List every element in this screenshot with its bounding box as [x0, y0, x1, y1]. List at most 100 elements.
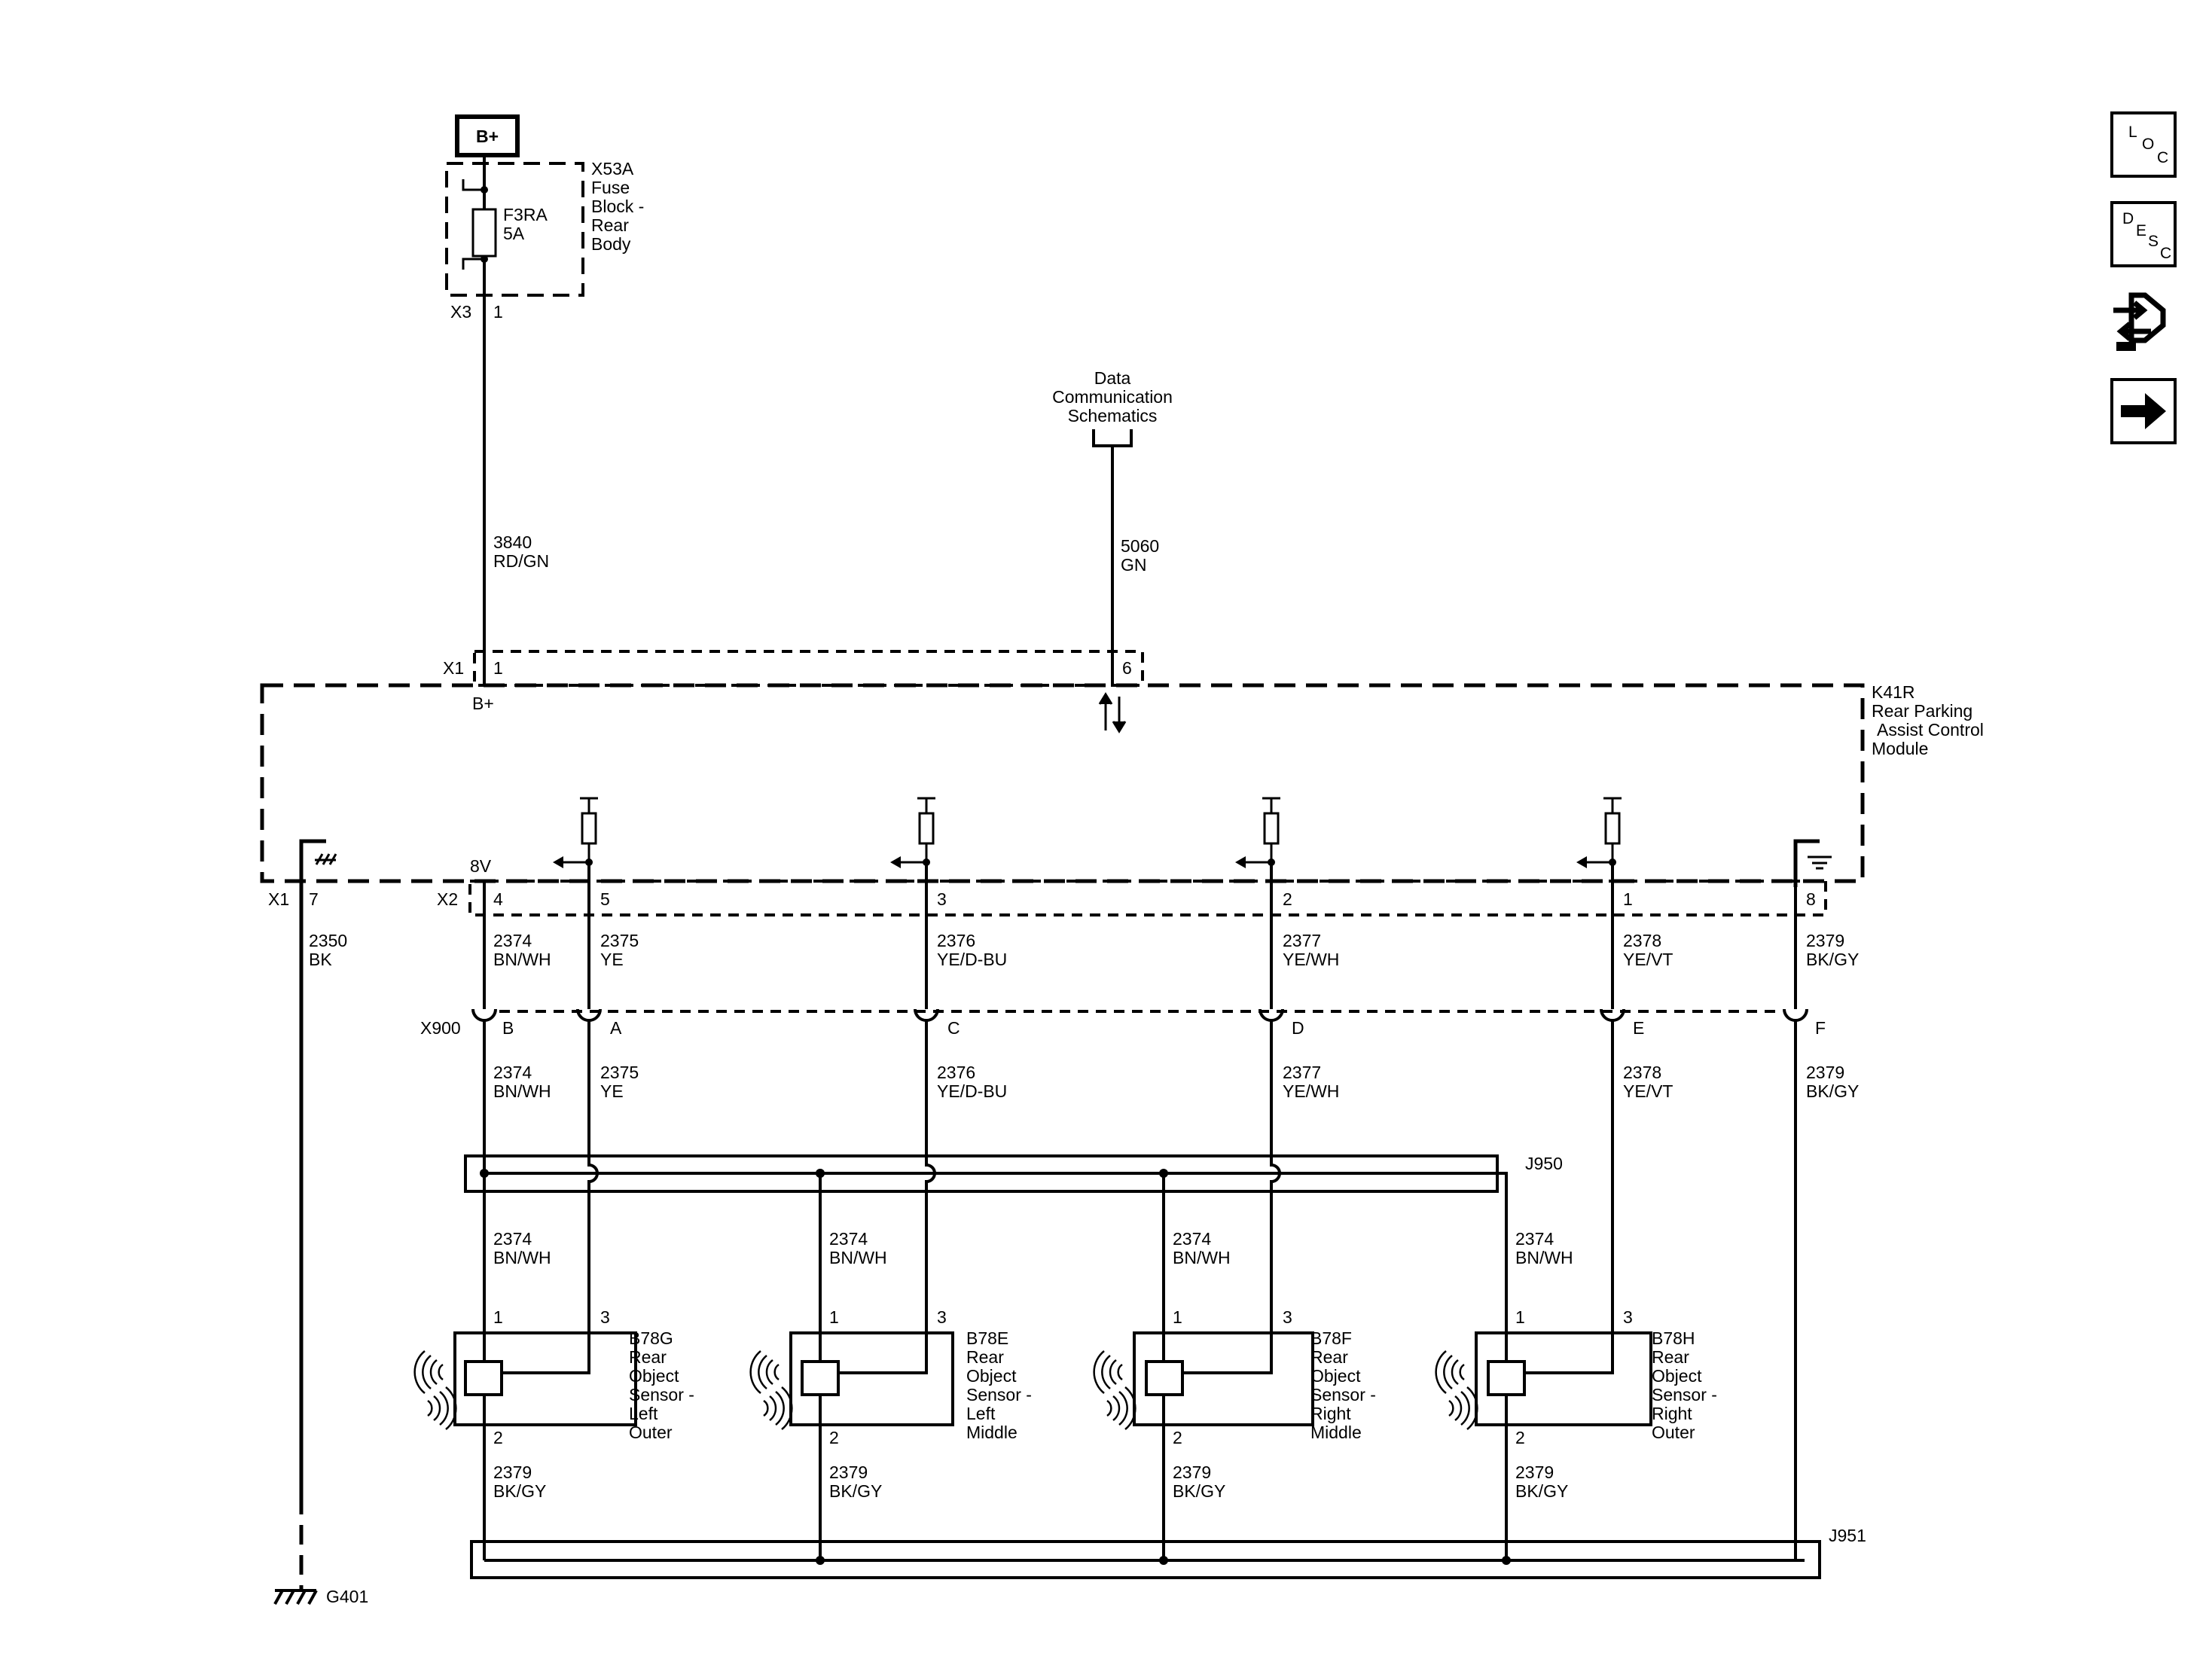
ground-g401-label: G401	[326, 1587, 368, 1606]
wire-2379-color-s2: BK/GY	[829, 1481, 882, 1501]
sensor4-label-5: Right	[1652, 1404, 1692, 1423]
x900-pin-b: B	[502, 1018, 514, 1038]
sensor1-label-2: Rear	[629, 1347, 667, 1367]
fuse-name: F3RA	[503, 205, 548, 224]
wire-2350-color: BK	[309, 950, 332, 969]
description-button[interactable]: D E S C	[2110, 201, 2177, 267]
splice-j951-label: J951	[1829, 1526, 1866, 1545]
x1-pin-1: 1	[493, 658, 503, 678]
sensor1-pin3: 3	[600, 1307, 610, 1327]
desc-letter-c: C	[2160, 245, 2172, 262]
desc-letter-s: S	[2148, 233, 2159, 250]
x1-label-bottom: X1	[268, 889, 289, 909]
wire-2377-color-b: YE/WH	[1283, 1081, 1339, 1101]
fuse-f3ra	[471, 208, 497, 258]
module-name-3: Assist Control	[1877, 720, 1984, 740]
x2-label: X2	[437, 889, 458, 909]
sensor2-label-2: Rear	[966, 1347, 1004, 1367]
component-connector-icon[interactable]	[2109, 288, 2178, 357]
ground-g401-icon	[273, 1589, 318, 1605]
battery-label: B+	[476, 127, 499, 146]
fuse-connector-label: X3	[450, 302, 471, 322]
sensor2-pin2: 2	[829, 1428, 839, 1447]
sensor2-pin1: 1	[829, 1307, 839, 1327]
wire-2379-number-s4: 2379	[1515, 1462, 1554, 1482]
battery-b-plus-box	[455, 114, 520, 157]
wire-2379-number-b: 2379	[1806, 1063, 1844, 1082]
wire-2379-color-s3: BK/GY	[1173, 1481, 1225, 1501]
wire-2379-color-a: BK/GY	[1806, 950, 1859, 969]
wire-2374-number-s2: 2374	[829, 1229, 868, 1249]
x2-pin-8: 8	[1806, 889, 1816, 909]
sensor1-label-5: Left	[629, 1404, 658, 1423]
x1-pin-7: 7	[309, 889, 319, 909]
wire-2374-number-s3: 2374	[1173, 1229, 1211, 1249]
wire-5060-number: 5060	[1121, 536, 1159, 556]
next-page-arrow-icon	[2121, 393, 2166, 429]
wire-2377-number-a: 2377	[1283, 931, 1321, 950]
module-name-2: Rear Parking	[1872, 701, 1972, 721]
loc-letter-o: O	[2142, 136, 2155, 153]
wire-2376-number-a: 2376	[937, 931, 975, 950]
wire-2378-color-b: YE/VT	[1623, 1081, 1673, 1101]
data-comm-label-3: Schematics	[1068, 406, 1158, 425]
sensor1-pin1: 1	[493, 1307, 503, 1327]
sensor3-label-5: Right	[1310, 1404, 1351, 1423]
wire-2374-color-s3: BN/WH	[1173, 1248, 1231, 1267]
x2-pin-5: 5	[600, 889, 610, 909]
wire-2375-number-b: 2375	[600, 1063, 639, 1082]
wire-2374-number-s1: 2374	[493, 1229, 532, 1249]
data-comm-label-2: Communication	[1052, 387, 1173, 407]
signal-pullups	[553, 797, 1622, 868]
x2-pin-4: 4	[493, 889, 503, 909]
module-name-4: Module	[1872, 739, 1928, 758]
loc-letter-c: C	[2157, 149, 2169, 166]
desc-letter-e: E	[2136, 222, 2147, 239]
wire-2376-number-b: 2376	[937, 1063, 975, 1082]
wire-2374-number-b: 2374	[493, 1063, 532, 1082]
wire-2377-color-a: YE/WH	[1283, 950, 1339, 969]
sensor4-label-3: Object	[1652, 1366, 1702, 1386]
wire-2374-color-s1: BN/WH	[493, 1248, 551, 1267]
v8-label: 8V	[470, 856, 492, 876]
wire-2378-color-a: YE/VT	[1623, 950, 1673, 969]
data-comm-label-1: Data	[1094, 368, 1131, 388]
wire-2374-color-s4: BN/WH	[1515, 1248, 1573, 1267]
wire-2375-number-a: 2375	[600, 931, 639, 950]
wire-3840-number: 3840	[493, 532, 532, 552]
sensor3-label-4: Sensor -	[1310, 1385, 1376, 1404]
wire-2379-number-s1: 2379	[493, 1462, 532, 1482]
sensor2-pin3: 3	[937, 1307, 947, 1327]
sensor3-pin3: 3	[1283, 1307, 1292, 1327]
sensor4-label-1: B78H	[1652, 1328, 1695, 1348]
sensor4-label-2: Rear	[1652, 1347, 1689, 1367]
sensor3-pin1: 1	[1173, 1307, 1182, 1327]
fuse-block-label-5: Body	[591, 234, 631, 254]
sensor1-pin2: 2	[493, 1428, 503, 1447]
x900-pin-a: A	[610, 1018, 622, 1038]
sensor4-label-4: Sensor -	[1652, 1385, 1717, 1404]
sensor3-label-6: Middle	[1310, 1423, 1362, 1442]
wire-2374-color-s2: BN/WH	[829, 1248, 887, 1267]
sensor1-label-4: Sensor -	[629, 1385, 694, 1404]
fuse-block-outline	[445, 162, 584, 297]
sensor2-label-3: Object	[966, 1366, 1017, 1386]
x2-pin-3: 3	[937, 889, 947, 909]
wire-2378-number-b: 2378	[1623, 1063, 1661, 1082]
x900-pin-e: E	[1633, 1018, 1644, 1038]
sensor2-label-5: Left	[966, 1404, 996, 1423]
fuse-pin-label: 1	[493, 302, 503, 322]
wires-x2-to-x900	[483, 862, 1797, 1009]
module-k41r-outline	[260, 683, 1865, 883]
sensor1-label-1: B78G	[629, 1328, 673, 1348]
wire-2379-number-s2: 2379	[829, 1462, 868, 1482]
location-button[interactable]: L O C	[2110, 111, 2177, 178]
sensor1-label-3: Object	[629, 1366, 679, 1386]
sensor3-pin2: 2	[1173, 1428, 1182, 1447]
wire-2379-color-s4: BK/GY	[1515, 1481, 1568, 1501]
connector-x1-outline	[473, 650, 1144, 687]
next-page-button[interactable]	[2110, 378, 2177, 444]
fuse-block-label-1: X53A	[591, 159, 634, 178]
sensor3-label-2: Rear	[1310, 1347, 1348, 1367]
